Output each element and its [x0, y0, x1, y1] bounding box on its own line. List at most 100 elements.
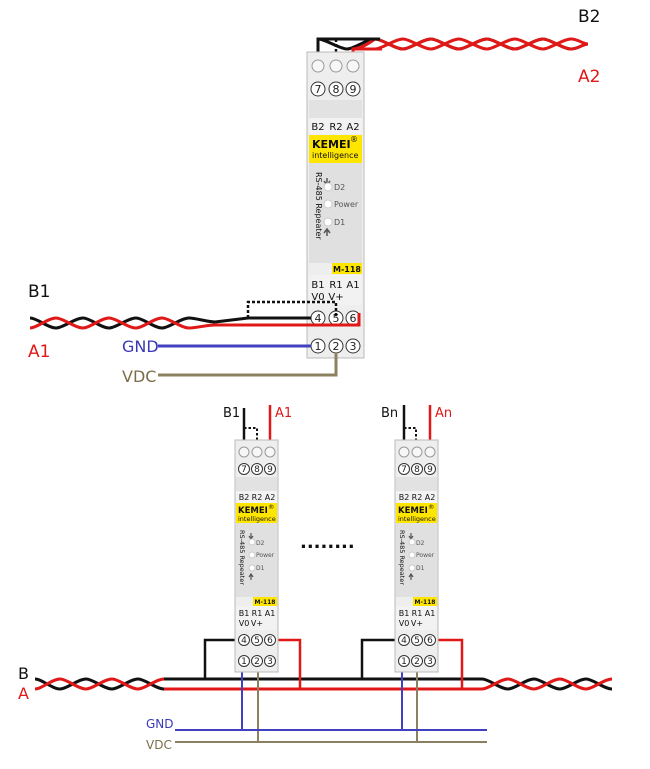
module2-terminal-4: 4: [401, 636, 407, 646]
repeater-module-n: Bn An 7 8 9 B2 R2 A2 KEMEI ® intelligenc…: [381, 406, 452, 673]
module1-header-a1: A1: [265, 609, 276, 618]
module1-brand: KEMEI: [238, 506, 268, 516]
bottom-diagram: B A GND VDC ........ B1 A1: [18, 405, 613, 752]
module2-header-b2: B2: [399, 493, 410, 502]
label-bus-vdc: VDC: [146, 738, 172, 752]
header-b1: B1: [311, 280, 324, 291]
module1-header-r2: R2: [252, 493, 263, 502]
terminal-6: 6: [350, 312, 357, 325]
module2-header-r2: R2: [412, 493, 423, 502]
module2-terminal-2: 2: [414, 657, 420, 667]
module1-subbrand: intelligence: [238, 515, 276, 523]
module1-header-v0: V0: [239, 619, 250, 628]
wire-a-module2: [430, 638, 464, 689]
repeater-module-1: B1 A1 7 8 9 B2 R2 A2 KEMEI ® intelligenc…: [223, 406, 292, 673]
brand-intelligence: intelligence: [312, 151, 358, 160]
module2-led-d1: D1: [416, 565, 425, 572]
module1-led-d1-icon: [248, 564, 256, 572]
led-power-icon: [323, 199, 333, 209]
wire-a-module1: [270, 638, 302, 689]
label-bus-a: A: [18, 684, 29, 703]
module1-arrow-up-icon: [248, 572, 254, 580]
bus-twisted-pair-left: [34, 677, 165, 691]
header-r2: R2: [329, 122, 342, 133]
ellipsis-more-modules: ........: [300, 532, 355, 553]
module2-led-power-icon: [408, 551, 416, 559]
module2-header-v0: V0: [399, 619, 410, 628]
bus-twisted-pair-right: [481, 677, 613, 691]
module2-product-text: RS-485 Repeater: [398, 530, 406, 585]
module2-led-power: Power: [416, 552, 435, 559]
label-a2: A2: [578, 67, 600, 87]
led-d2-label: D2: [334, 183, 345, 192]
module1-header-vplus: V+: [251, 619, 263, 628]
module1-registered: ®: [268, 503, 275, 511]
module2-terminal-8: 8: [414, 465, 420, 475]
module2-header-a1: A1: [425, 609, 436, 618]
module2-led-d2-icon: [408, 538, 416, 546]
registered-mark: ®: [350, 135, 358, 144]
model-label: M-118: [333, 265, 361, 274]
module1-led-power-icon: [248, 551, 256, 559]
module1-header-a2: A2: [265, 493, 276, 502]
module2-terminal-7: 7: [401, 465, 407, 475]
module2-led-d2: D2: [416, 540, 425, 547]
module1-led-d2: D2: [256, 540, 265, 547]
repeater-module-top: 7 8 9 B2 R2 A2 KEMEI ® intelligence RS-4…: [306, 51, 365, 359]
header-vplus: V+: [328, 292, 343, 303]
module2-terminal-6: 6: [427, 636, 433, 646]
brand-kemei: KEMEI: [312, 138, 351, 151]
module1-header-b1: B1: [239, 609, 250, 618]
module1-label-a1: A1: [275, 406, 292, 421]
module1-terminal-4: 4: [241, 636, 247, 646]
terminal-1: 1: [315, 340, 322, 353]
module2-terminal-1: 1: [401, 657, 407, 667]
module2-header-a2: A2: [425, 493, 436, 502]
label-vdc: VDC: [122, 367, 156, 386]
header-r1: R1: [329, 280, 342, 291]
module1-led-d1: D1: [256, 565, 265, 572]
module1-terminal-7: 7: [241, 465, 247, 475]
terminal-2: 2: [333, 340, 340, 353]
module1-terminal-6: 6: [267, 636, 273, 646]
module2-header-b1: B1: [399, 609, 410, 618]
module2-header-vplus: V+: [411, 619, 423, 628]
wire-b1-top: [214, 316, 311, 324]
led-power-label: Power: [334, 200, 359, 209]
module2-led-d1-icon: [408, 564, 416, 572]
module1-led-d2-icon: [248, 538, 256, 546]
module1-model: M-118: [255, 599, 276, 606]
module2-terminal-3: 3: [427, 657, 433, 667]
twisted-pair-top-left: [29, 316, 216, 330]
label-gnd: GND: [122, 337, 159, 356]
terminal-3: 3: [350, 340, 357, 353]
module2-header-r1: R1: [412, 609, 423, 618]
led-d1-icon: [323, 217, 333, 227]
terminal-8: 8: [333, 83, 340, 96]
header-a2: A2: [346, 122, 359, 133]
module1-terminal-1: 1: [241, 657, 247, 667]
label-a1: A1: [28, 342, 50, 362]
wire-b-module2: [360, 638, 400, 679]
led-d1-label: D1: [334, 218, 345, 227]
module1-led-power: Power: [256, 552, 275, 559]
module2-arrow-up-icon: [408, 572, 414, 580]
module2-brand: KEMEI: [398, 506, 428, 516]
module1-header-r1: R1: [252, 609, 263, 618]
product-text: RS-485 Repeater: [314, 172, 323, 240]
module1-header-b2: B2: [239, 493, 250, 502]
header-a1: A1: [346, 280, 359, 291]
wire-b-module1: [203, 638, 241, 679]
module1-terminal-3: 3: [267, 657, 273, 667]
label-b2: B2: [578, 7, 600, 27]
label-bus-gnd: GND: [146, 717, 174, 731]
module1-terminal-8: 8: [254, 465, 260, 475]
terminal-7: 7: [315, 83, 322, 96]
module2-model: M-118: [415, 599, 436, 606]
module2-terminal-5: 5: [414, 636, 420, 646]
module1-product-text: RS-485 Repeater: [238, 530, 246, 585]
header-b2: B2: [311, 122, 324, 133]
terminal-4: 4: [315, 312, 322, 325]
